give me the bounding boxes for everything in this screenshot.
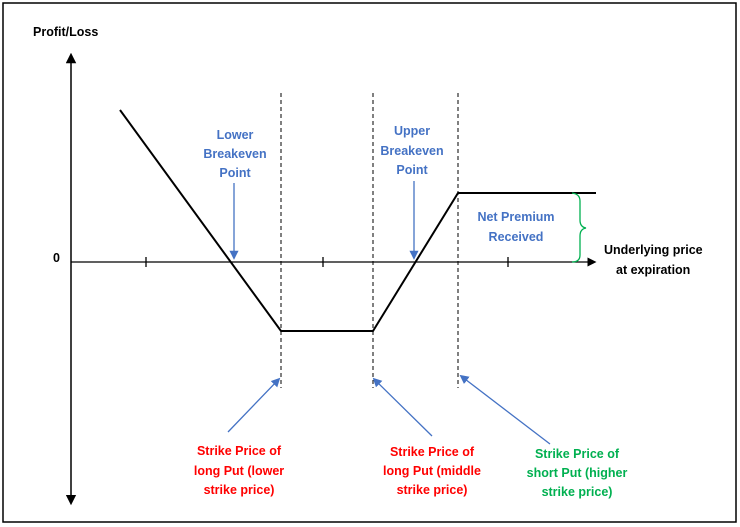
payoff-line <box>119 109 596 332</box>
strike-long-middle-line: long Put (middle <box>383 464 481 478</box>
lower-breakeven-label: Lower Breakeven Point <box>203 128 266 180</box>
net-premium-brace <box>571 192 587 263</box>
strike-lines <box>280 93 459 388</box>
strike-short-higher-line: short Put (higher <box>527 466 628 480</box>
annotation-arrows <box>227 181 551 445</box>
upper-breakeven-line: Breakeven <box>380 144 443 158</box>
upper-breakeven-line: Upper <box>394 124 430 138</box>
strike-long-middle-line: Strike Price of <box>390 445 475 459</box>
net-premium-line: Net Premium <box>477 210 554 224</box>
strike-middle-arrow <box>372 377 433 437</box>
y-axis-label: Profit/Loss <box>33 25 98 39</box>
net-premium-label: Net Premium Received <box>477 210 554 244</box>
upper-breakeven-line: Point <box>396 163 428 177</box>
strike-short-higher-label: Strike Price of short Put (higher strike… <box>527 447 628 499</box>
strike-higher-arrow <box>459 374 551 445</box>
net-premium-line: Received <box>489 230 544 244</box>
x-axis-ticks <box>145 257 509 267</box>
lower-breakeven-line: Lower <box>217 128 254 142</box>
strike-long-lower-line: Strike Price of <box>197 444 282 458</box>
strike-long-middle-label: Strike Price of long Put (middle strike … <box>383 445 481 497</box>
strike-long-lower-line: strike price) <box>204 483 275 497</box>
upper-breakeven-label: Upper Breakeven Point <box>380 124 443 177</box>
strike-long-lower-line: long Put (lower <box>194 464 284 478</box>
x-axis-label-line1: Underlying price <box>604 243 703 257</box>
lower-breakeven-line: Point <box>219 166 251 180</box>
strike-lower-arrow <box>227 377 281 433</box>
zero-label: 0 <box>53 251 60 265</box>
strike-long-middle-line: strike price) <box>397 483 468 497</box>
lower-breakeven-line: Breakeven <box>203 147 266 161</box>
strike-short-higher-line: Strike Price of <box>535 447 620 461</box>
x-axis-label-line2: at expiration <box>616 263 690 277</box>
strike-short-higher-line: strike price) <box>542 485 613 499</box>
strike-long-lower-label: Strike Price of long Put (lower strike p… <box>194 444 284 497</box>
